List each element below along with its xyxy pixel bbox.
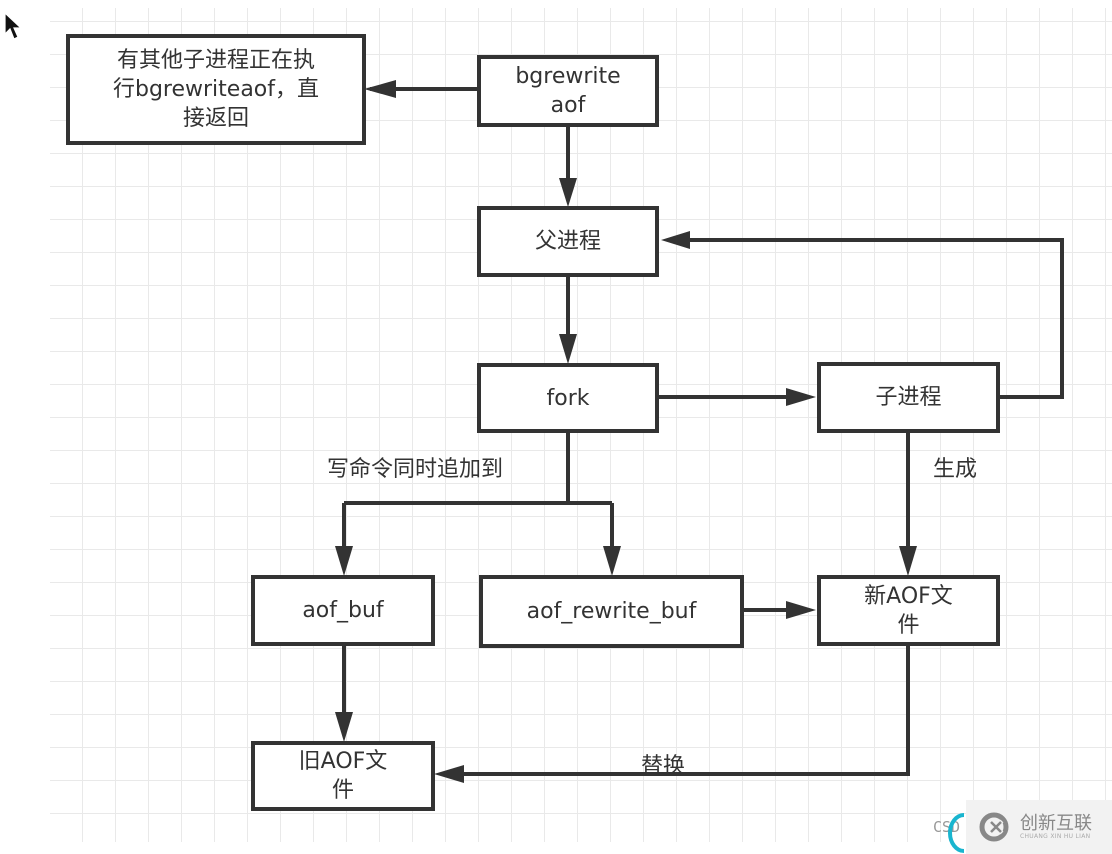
node-old-aof-file[interactable]: 旧AOF文 件 <box>251 741 435 811</box>
arrowhead <box>559 334 577 364</box>
node-fork[interactable]: fork <box>477 363 659 433</box>
node-text-line: 新AOF文 <box>864 583 953 609</box>
node-text-line: aof <box>550 93 586 118</box>
node-child-process[interactable]: 子进程 <box>817 362 1000 433</box>
arrowhead <box>786 601 816 619</box>
node-text-line: 接返回 <box>182 106 249 131</box>
node-aof-buf[interactable]: aof_buf <box>251 575 435 646</box>
node-text-line: 件 <box>331 778 354 803</box>
arrowhead <box>661 231 690 249</box>
edge-child-to-parent <box>690 238 1064 399</box>
arrowhead <box>559 178 577 207</box>
arrowhead <box>434 765 464 783</box>
node-label: aof_buf <box>302 598 384 623</box>
node-text-line: 旧AOF文 <box>298 749 388 774</box>
edge-label-generate: 生成 <box>933 457 978 482</box>
node-text-line: 有其他子进程正在执 <box>116 48 315 73</box>
watermark-brand-sub: CHUANG XIN HU LIAN <box>1020 832 1091 840</box>
node-text-line: 行bgrewriteaof，直 <box>112 77 320 102</box>
node-aof-rewrite-buf[interactable]: aof_rewrite_buf <box>479 575 744 648</box>
arrowhead <box>603 546 621 576</box>
node-bgrewriteaof[interactable]: bgrewrite aof <box>477 55 659 127</box>
node-label: 子进程 <box>875 385 942 410</box>
edge-new-aof-to-old-aof <box>462 644 910 776</box>
arrowhead <box>786 388 816 406</box>
node-label: 父进程 <box>534 229 601 254</box>
arrowhead <box>364 80 396 98</box>
arrowhead <box>335 712 353 742</box>
node-text-line: bgrewrite <box>515 64 621 89</box>
node-text-line: 件 <box>897 612 920 638</box>
edge-label-append: 写命令同时追加到 <box>327 457 504 482</box>
watermark-brand: 创新互联 <box>1020 812 1092 834</box>
node-new-aof-file[interactable]: 新AOF文 件 <box>817 575 1000 646</box>
node-parent-process[interactable]: 父进程 <box>477 206 659 277</box>
mouse-pointer-icon <box>4 12 23 40</box>
brand-logo-icon <box>979 812 1009 842</box>
arrowhead <box>335 546 353 576</box>
watermark-badge: 创新互联 CHUANG XIN HU LIAN <box>966 800 1112 854</box>
csdn-logo-arc-icon <box>948 813 965 853</box>
arrowhead <box>899 546 917 576</box>
edge-label-replace: 替换 <box>641 754 686 779</box>
node-label: fork <box>546 385 590 411</box>
node-label: aof_rewrite_buf <box>526 599 697 624</box>
edge-fork-split <box>342 431 614 548</box>
node-other-child-running[interactable]: 有其他子进程正在执 行bgrewriteaof，直 接返回 <box>66 34 366 145</box>
